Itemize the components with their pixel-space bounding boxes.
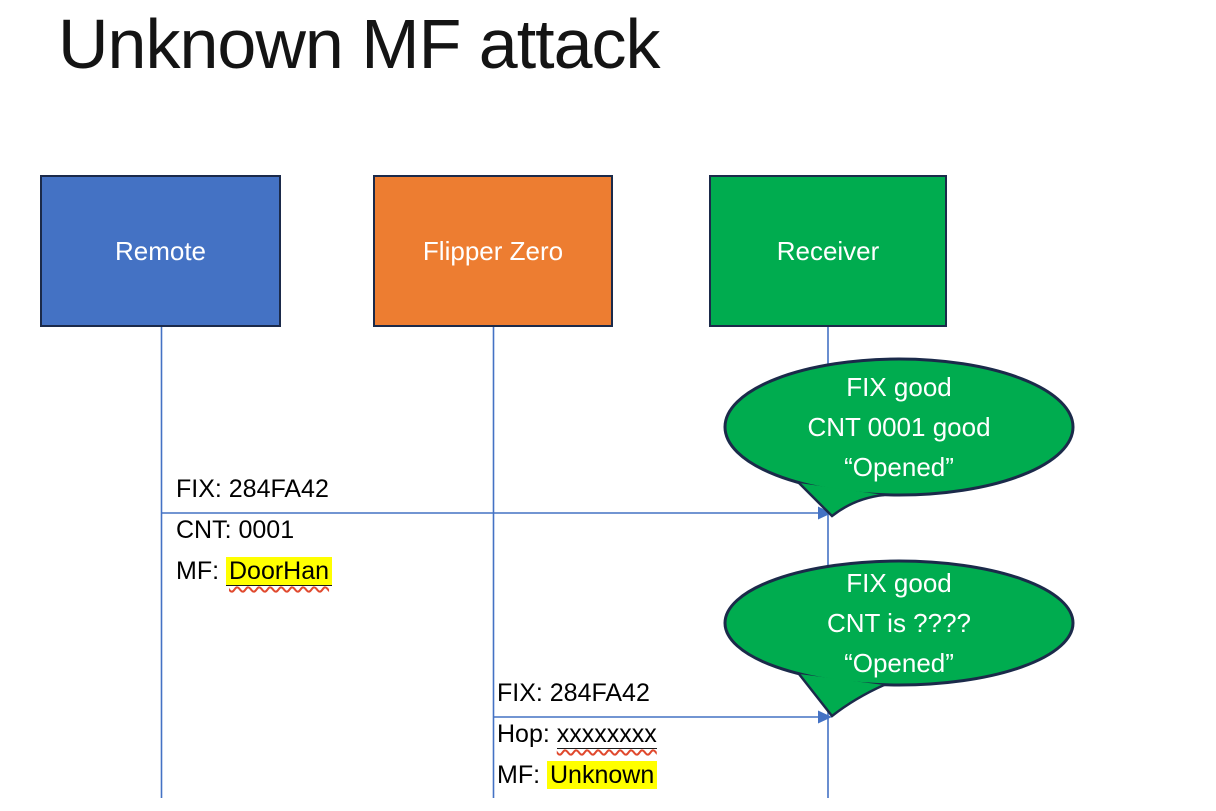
message1-line-fix: FIX: 284FA42 [176, 475, 329, 503]
message2-line-hop: Hop: xxxxxxxx [497, 714, 657, 755]
callout1-line-opened: “Opened” [844, 452, 954, 482]
message2-label: FIX: 284FA42 Hop: xxxxxxxx MF: Unknown [497, 673, 658, 796]
callout1-text: FIX good CNT 0001 good “Opened” [725, 367, 1073, 487]
message1-arrowhead [818, 506, 832, 520]
message1-mf-value-highlighted: DoorHan [226, 557, 333, 586]
message1-mf-prefix: MF: [176, 557, 226, 585]
callout1-line-fix: FIX good [846, 372, 952, 402]
callout2-line-cnt: CNT is ???? [826, 608, 972, 638]
message2-arrowhead [818, 710, 832, 724]
actor-box-receiver: Receiver [709, 175, 947, 327]
message2-line-mf: MF: Unknown [497, 755, 658, 796]
actor-box-remote: Remote [40, 175, 281, 327]
callout2-ellipse [723, 559, 1075, 687]
slide-title: Unknown MF attack [58, 5, 661, 83]
message2-line-fix: FIX: 284FA42 [497, 679, 650, 707]
callout2-tail [797, 672, 886, 718]
actor-label-receiver: Receiver [776, 235, 880, 266]
message2-hop-prefix: Hop: [497, 720, 557, 748]
message1-line-mf: MF: DoorHan [176, 551, 333, 592]
message1-line-cnt: CNT: 0001 [176, 516, 295, 544]
callout2-bubble [723, 559, 1075, 718]
message1-label: FIX: 284FA42 CNT: 0001 MF: DoorHan [176, 469, 333, 592]
callout1-tail [797, 481, 886, 518]
message2-hop-value: xxxxxxxx [556, 720, 657, 749]
actor-box-flipper-zero: Flipper Zero [373, 175, 613, 327]
callout2-line-fix: FIX good [846, 568, 952, 598]
callout2-line-opened: “Opened” [844, 648, 954, 678]
callout1-line-cnt: CNT 0001 good [807, 412, 991, 442]
actor-label-remote: Remote [114, 235, 207, 266]
actor-label-flipper-zero: Flipper Zero [422, 235, 564, 266]
callout1-bubble [723, 357, 1075, 518]
message2-mf-prefix: MF: [497, 761, 547, 789]
callout2-text: FIX good CNT is ???? “Opened” [725, 563, 1073, 683]
callout1-ellipse [723, 357, 1075, 497]
message2-mf-value-highlighted: Unknown [547, 761, 658, 789]
